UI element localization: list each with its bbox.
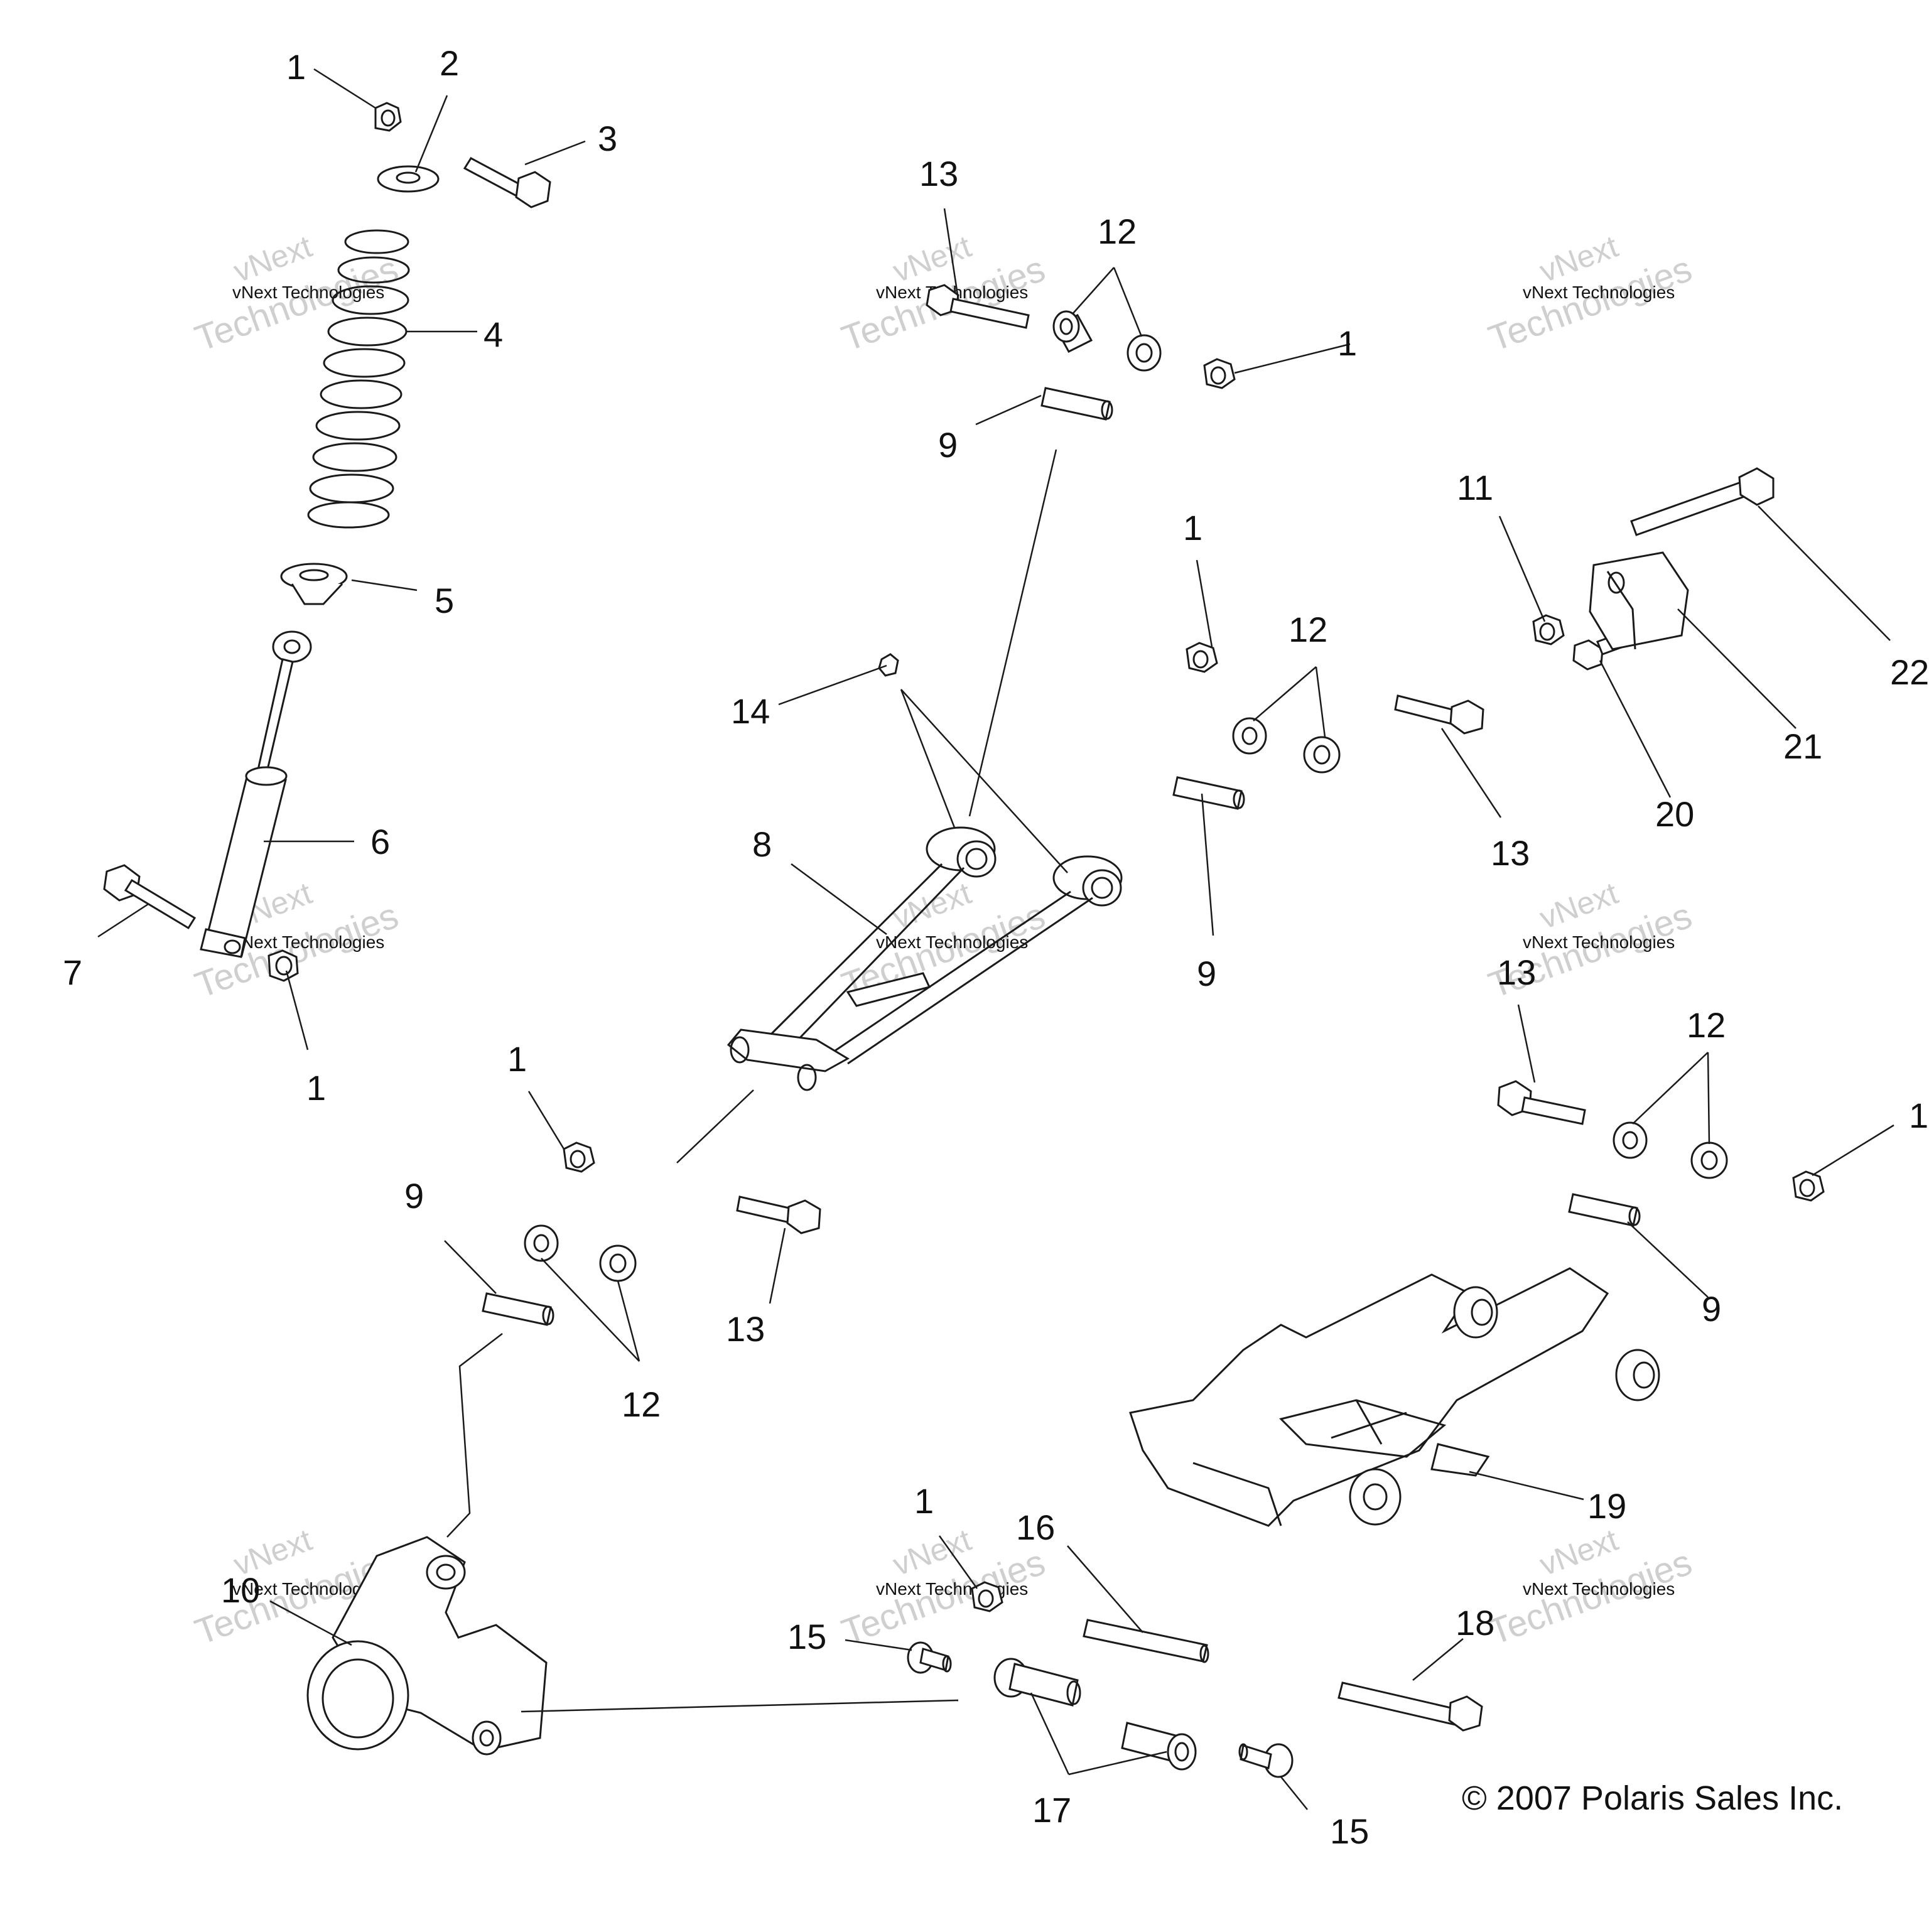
swing-arm-part-19: [1129, 1267, 1660, 1527]
bolt-part-13b: [1394, 694, 1484, 735]
callout-22: 22: [1890, 652, 1929, 692]
callout-6: 6: [370, 822, 390, 861]
watermark-text: vNext Technologies: [876, 932, 1028, 952]
callout-17: 17: [1032, 1790, 1071, 1830]
bolt-part-7: [103, 864, 197, 930]
callout-1: 1: [1909, 1096, 1928, 1135]
callout-12: 12: [1289, 610, 1327, 649]
bushing-part-12a: [1052, 310, 1093, 353]
callout-8: 8: [752, 824, 772, 864]
sleeve-part-9c: [482, 1292, 554, 1326]
callout-19: 19: [1587, 1486, 1626, 1526]
callout-12: 12: [1098, 212, 1137, 251]
callout-1: 1: [286, 47, 306, 87]
sleeve-part-9a: [1040, 387, 1113, 421]
callout-9: 9: [404, 1176, 424, 1216]
watermark: vNext Technologies vNext Technologies: [1483, 1522, 1697, 1653]
callout-13: 13: [1491, 833, 1530, 873]
bushing-part-12c: [1232, 717, 1267, 755]
callout-13: 13: [1497, 953, 1536, 992]
washer-part-2: [377, 165, 440, 193]
bolt-part-3: [463, 157, 551, 208]
callout-21: 21: [1783, 726, 1822, 766]
sleeve-part-9d: [1568, 1193, 1641, 1227]
bushing-part-12h: [1690, 1141, 1728, 1179]
nut-part-1b: [267, 949, 299, 982]
nut-part-1d: [1186, 642, 1218, 673]
callout-11: 11: [1457, 468, 1493, 507]
bushing-part-17a: [993, 1658, 1081, 1707]
bushing-part-12f: [599, 1244, 637, 1282]
knuckle-part-10: [306, 1536, 548, 1756]
bushing-part-12b: [1127, 334, 1162, 372]
watermark-text: vNext Technologies: [232, 283, 384, 302]
callout-1: 1: [1337, 323, 1357, 363]
callout-4: 4: [484, 315, 503, 354]
bushing-part-15b: [1238, 1743, 1294, 1778]
callout-15: 15: [787, 1617, 826, 1656]
a-arm-part-8: [727, 826, 1123, 1091]
callout-20: 20: [1655, 794, 1694, 834]
watermark-text: vNext Technologies: [1523, 932, 1675, 952]
nut-part-1a: [374, 102, 402, 132]
parts: [103, 102, 1825, 1778]
nut-part-1g: [971, 1581, 1003, 1612]
callout-12: 12: [622, 1384, 661, 1424]
callout-9: 9: [1702, 1289, 1721, 1329]
nut-part-1c: [1203, 358, 1236, 389]
sleeve-part-9b: [1172, 776, 1245, 810]
nut-part-11: [1532, 614, 1565, 645]
watermark-text: vNext Technologies: [1523, 283, 1675, 302]
watermark-text: vNext Technologies: [1523, 1579, 1675, 1599]
bushing-part-17b: [1121, 1722, 1197, 1771]
nut-part-1f: [1792, 1170, 1825, 1202]
callout-5: 5: [435, 581, 454, 620]
callout-13: 13: [726, 1309, 765, 1349]
watermark-text: vNext Technologies: [876, 1579, 1028, 1599]
bolt-part-18: [1337, 1681, 1483, 1732]
copyright-notice: © 2007 Polaris Sales Inc.: [1462, 1779, 1843, 1817]
callout-3: 3: [598, 119, 617, 158]
watermark: vNext Technologies vNext Technologies: [190, 229, 403, 359]
grease-fitting-part-14: [878, 653, 899, 677]
callout-1: 1: [914, 1481, 934, 1521]
callout-9: 9: [938, 425, 958, 465]
bushing-part-12g: [1613, 1121, 1648, 1159]
callout-16: 16: [1016, 1508, 1055, 1547]
bolt-part-13a: [926, 284, 1030, 329]
callout-9: 9: [1197, 954, 1216, 993]
pin-part-16: [1083, 1619, 1209, 1663]
callout-2: 2: [440, 43, 459, 83]
bushing-part-12e: [524, 1224, 559, 1262]
callout-7: 7: [63, 953, 82, 992]
callout-18: 18: [1456, 1603, 1494, 1643]
watermark-text: vNext Technologies: [232, 932, 384, 952]
callout-15: 15: [1330, 1811, 1369, 1851]
bolt-part-22: [1630, 467, 1775, 536]
watermark: vNext Technologies vNext Technologies: [1483, 229, 1697, 359]
callout-12: 12: [1687, 1005, 1726, 1045]
callout-13: 13: [919, 154, 958, 193]
bolt-part-13d: [1497, 1080, 1586, 1125]
callout-14: 14: [731, 691, 770, 731]
bushing-part-15a: [907, 1641, 952, 1674]
nut-part-1e: [563, 1141, 595, 1173]
bushing-part-12d: [1303, 736, 1341, 774]
callout-labels: 1 2 3 4 5 6 7 1 13 12 1 9 1 12 11 22 21 …: [63, 43, 1929, 1851]
callout-10: 10: [221, 1570, 260, 1610]
shock-absorber-part-6: [200, 630, 312, 958]
callout-1: 1: [1183, 508, 1202, 548]
bolt-part-13c: [736, 1195, 821, 1234]
bracket-part-21: [1589, 551, 1689, 650]
callout-1: 1: [507, 1039, 527, 1079]
callout-1: 1: [306, 1068, 326, 1108]
leader-lines: [97, 68, 1894, 1810]
coil-spring-part-4: [307, 229, 410, 529]
spring-seat-part-5: [280, 563, 348, 605]
